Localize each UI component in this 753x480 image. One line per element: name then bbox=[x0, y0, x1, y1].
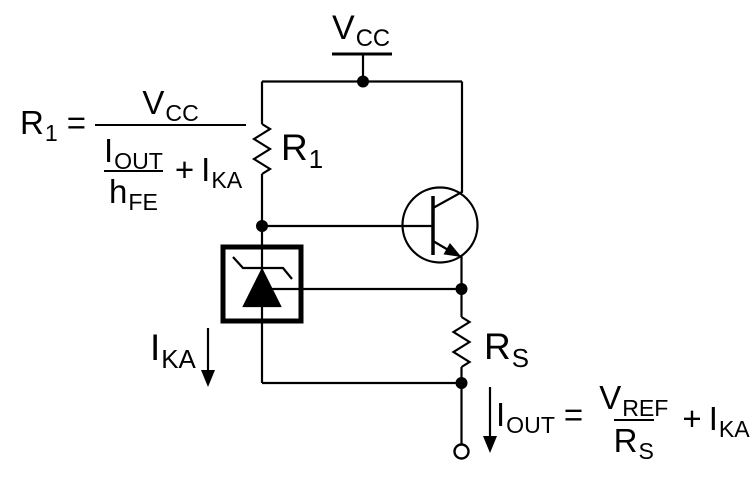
formula-r1-lhs-sub: 1 bbox=[44, 119, 58, 146]
formula-iout-num-main: V bbox=[599, 379, 622, 416]
formula-iout-denominator: RS bbox=[613, 418, 654, 463]
formula-iout-num-sub: REF bbox=[622, 394, 669, 421]
rs-label-sub: S bbox=[511, 344, 530, 373]
junction-dot bbox=[256, 220, 268, 232]
formula-r1-denominator: IOUT hFE + IKA bbox=[94, 123, 247, 214]
formula-r1-inner-num-main: I bbox=[103, 131, 114, 169]
vcc-label-main: V bbox=[332, 9, 355, 47]
formula-r1-plus: + bbox=[174, 150, 195, 188]
formula-iout-numerator: VREF bbox=[592, 379, 675, 421]
formula-r1-inner-numerator: IOUT bbox=[99, 131, 168, 174]
formula-r1-inner-den-main: h bbox=[108, 172, 128, 210]
rs-label-main: R bbox=[484, 326, 511, 367]
formula-r1-inner-num-sub: OUT bbox=[114, 147, 163, 174]
formula-iout-den-main: R bbox=[613, 421, 638, 459]
shunt-regulator-box-icon bbox=[220, 244, 304, 324]
formula-iout-lhs-main: I bbox=[496, 396, 506, 433]
junction-dot bbox=[357, 75, 369, 88]
formula-iout-addend-sub: KA bbox=[718, 415, 750, 442]
formula-iout-addend-main: I bbox=[708, 400, 718, 437]
emitter-arrowhead-icon bbox=[443, 243, 462, 257]
collector-wire bbox=[432, 81, 464, 209]
formula-r1-fraction: VCC IOUT hFE + IKA bbox=[94, 84, 247, 214]
formula-r1-inner-denominator: hFE bbox=[103, 170, 163, 214]
formula-iout-equals: = bbox=[563, 396, 584, 433]
formula-r1-lhs-main: R bbox=[20, 104, 44, 141]
formula-r1: R1 = VCC IOUT hFE + IKA bbox=[20, 84, 247, 214]
formula-iout-lhs: IOUT bbox=[496, 396, 555, 437]
ika-label-main: I bbox=[150, 327, 161, 368]
junction-dot bbox=[455, 283, 468, 295]
formula-r1-addend-sub: KA bbox=[211, 166, 243, 193]
iout-arrowhead-icon bbox=[483, 436, 497, 453]
ika-arrowhead-icon bbox=[201, 370, 215, 387]
formula-iout: IOUT = VREF RS + IKA bbox=[496, 379, 750, 463]
formula-r1-lhs: R1 bbox=[20, 104, 58, 145]
resistor-rs-icon bbox=[451, 316, 472, 368]
formula-r1-inner-den-sub: FE bbox=[128, 188, 158, 215]
r1-label: R1 bbox=[281, 127, 323, 173]
shunt-regulator-cathode-icon bbox=[232, 256, 293, 280]
resistor-r1-icon bbox=[251, 123, 273, 175]
ika-label: IKA bbox=[150, 327, 196, 373]
formula-iout-plus: + bbox=[682, 400, 702, 437]
r1-label-main: R bbox=[281, 127, 308, 168]
formula-r1-num-sub: CC bbox=[165, 99, 199, 126]
formula-iout-lhs-sub: OUT bbox=[506, 411, 555, 438]
vcc-label-sub: CC bbox=[355, 25, 391, 53]
formula-r1-numerator: VCC bbox=[135, 84, 205, 126]
formula-iout-addend: IKA bbox=[708, 400, 750, 441]
r1-label-sub: 1 bbox=[308, 145, 324, 174]
rs-label: RS bbox=[484, 326, 529, 372]
ika-label-sub: KA bbox=[161, 345, 196, 374]
formula-iout-den-sub: S bbox=[638, 437, 654, 464]
formula-r1-num-main: V bbox=[142, 84, 165, 121]
output-terminal-icon bbox=[453, 443, 470, 460]
formula-r1-inner-fraction: IOUT hFE bbox=[99, 131, 168, 214]
junction-dot bbox=[455, 377, 468, 389]
formula-r1-addend: IKA bbox=[201, 150, 242, 192]
vcc-label: VCC bbox=[332, 9, 390, 50]
formula-r1-addend-main: I bbox=[201, 150, 211, 188]
formula-r1-equals: = bbox=[66, 104, 86, 141]
formula-iout-fraction: VREF RS bbox=[592, 379, 675, 463]
